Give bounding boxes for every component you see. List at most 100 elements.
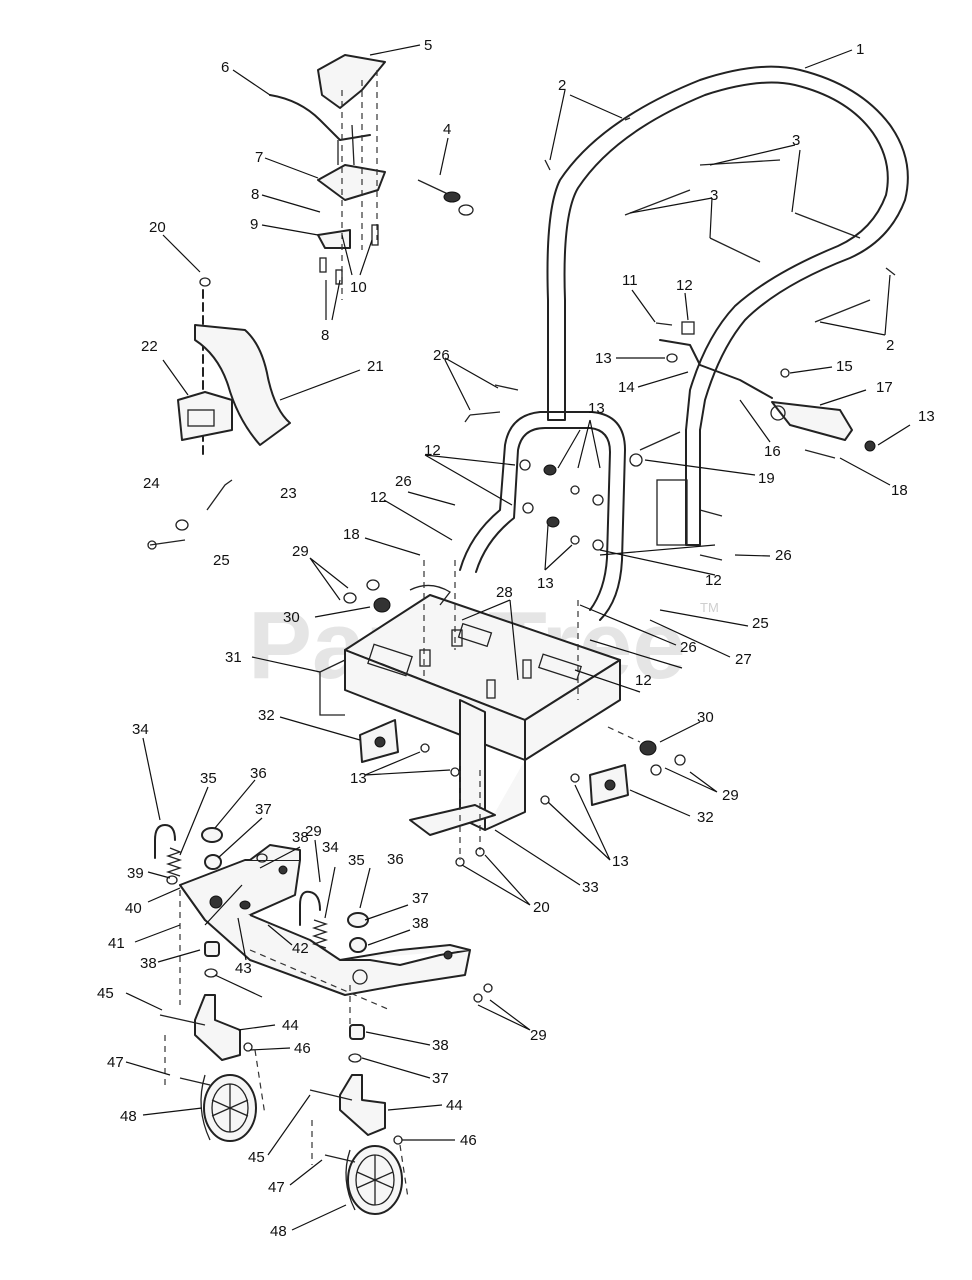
callout-8: 8 [251,186,259,203]
callout-6: 6 [221,59,229,76]
handle-upper [546,65,909,546]
callout-43: 43 [235,960,252,977]
callout-29: 29 [530,1027,547,1044]
lower-frame [179,844,471,1025]
callout-41: 41 [108,935,125,952]
callout-3: 3 [792,132,800,149]
callout-26: 26 [680,639,697,656]
side-hardware [343,579,686,776]
callout-labels: 1 2 2 2 3 3 3 4 5 6 7 8 8 9 10 11 12 12 … [97,37,935,1240]
callout-48: 48 [270,1223,287,1240]
callout-11: 11 [622,272,638,289]
main-frame [319,560,621,831]
callout-10: 10 [350,279,367,296]
callout-2: 2 [887,337,895,354]
callout-13: 13 [537,575,554,592]
callout-38: 38 [412,915,429,932]
callout-14: 14 [618,379,635,396]
callout-13: 13 [918,408,935,425]
callout-13: 13 [595,350,612,367]
callout-32: 32 [697,809,714,826]
callout-18: 18 [891,482,908,499]
callout-26: 26 [775,547,792,564]
callout-40: 40 [125,900,142,917]
callout-3: 3 [710,187,718,204]
callout-44: 44 [282,1017,299,1034]
callout-37: 37 [255,801,272,818]
part-32-plates [359,719,629,806]
callout-2: 2 [886,337,894,354]
handle-bolts [544,117,896,323]
callout-20: 20 [533,899,550,916]
callout-8: 8 [321,327,329,344]
callout-33: 33 [582,879,599,896]
leader-lines [125,44,911,1231]
callout-37: 37 [412,890,429,907]
callout-12: 12 [676,277,693,294]
callout-17: 17 [876,379,893,396]
callout-13: 13 [612,853,629,870]
callout-30: 30 [283,609,300,626]
callout-9: 9 [250,216,258,233]
chute-bracket [147,277,291,550]
callout-25: 25 [213,552,230,569]
callout-35: 35 [348,852,365,869]
part-4 [417,179,474,216]
callout-13: 13 [350,770,367,787]
callout-15: 15 [836,358,853,375]
watermark-trademark: TM [700,600,719,615]
callout-21: 21 [367,358,384,375]
callout-32: 32 [258,707,275,724]
callout-29: 29 [292,543,309,560]
callout-48: 48 [120,1108,137,1125]
callout-24: 24 [143,475,160,492]
callout-34: 34 [322,839,339,856]
callout-38: 38 [432,1037,449,1054]
callout-12: 12 [635,672,652,689]
caster-wheels [159,994,409,1215]
callout-44: 44 [446,1097,463,1114]
callout-23: 23 [280,485,297,502]
callout-34: 34 [132,721,149,738]
callout-26: 26 [395,473,412,490]
callout-5: 5 [424,37,432,54]
callout-16: 16 [764,443,781,460]
callout-27: 27 [735,651,752,668]
callout-38: 38 [292,829,309,846]
callout-7: 7 [255,149,263,166]
callout-4: 4 [443,121,451,138]
callout-13: 13 [588,400,605,417]
callout-38: 38 [140,955,157,972]
callout-45: 45 [248,1149,265,1166]
callout-29: 29 [722,787,739,804]
callout-46: 46 [460,1132,477,1149]
callout-31: 31 [225,649,242,666]
control-bracket [269,54,386,300]
callout-37: 37 [432,1070,449,1087]
callout-47: 47 [268,1179,285,1196]
lever-assembly [629,321,876,467]
callout-36: 36 [387,851,404,868]
callout-39: 39 [127,865,144,882]
callout-12: 12 [705,572,722,589]
caster-springs [154,824,493,1063]
callout-3: 3 [711,187,719,204]
callout-22: 22 [141,338,158,355]
callout-35: 35 [200,770,217,787]
callout-20: 20 [149,219,166,236]
handle-lower [459,411,626,621]
handle-hardware [464,384,723,561]
callout-18: 18 [343,526,360,543]
part-33-plate [409,743,580,867]
callout-12: 12 [370,489,387,506]
callout-19: 19 [758,470,775,487]
callout-1: 1 [856,41,864,58]
callout-26: 26 [433,347,450,364]
callout-42: 42 [292,940,309,957]
callout-2: 2 [558,77,566,94]
callout-36: 36 [250,765,267,782]
callout-47: 47 [107,1054,124,1071]
callout-30: 30 [697,709,714,726]
callout-28: 28 [496,584,513,601]
